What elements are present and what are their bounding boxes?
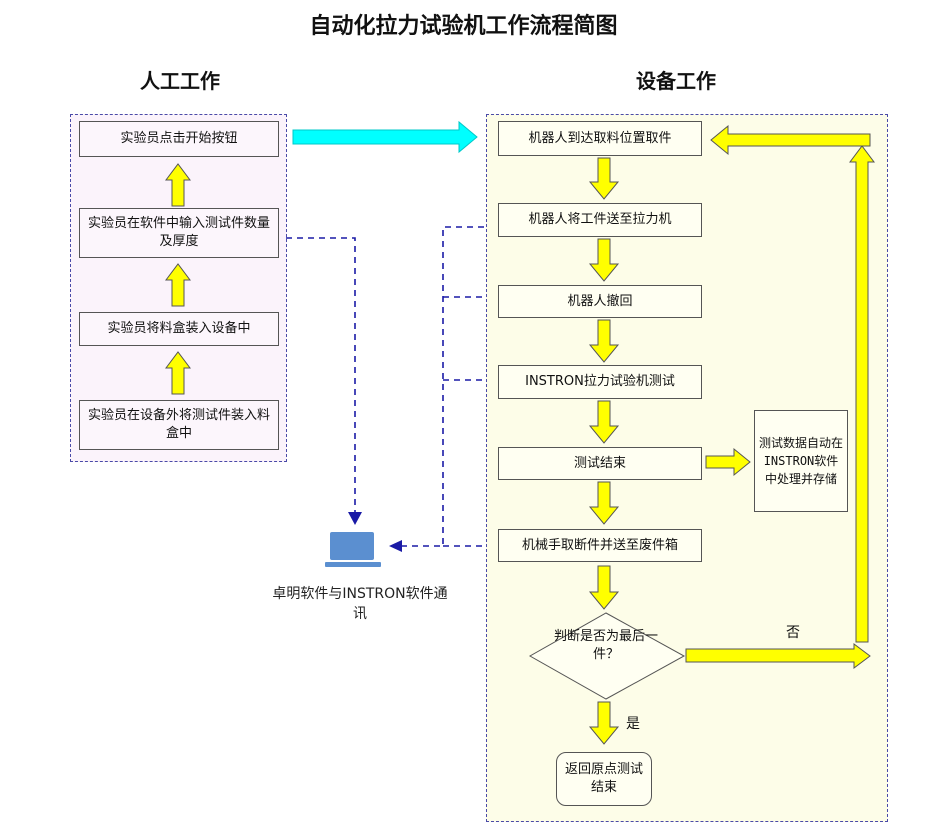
device-step-4: INSTRON拉力试验机测试 [498, 365, 702, 399]
decision-diamond [528, 612, 686, 700]
section-title-manual: 人工工作 [140, 69, 220, 93]
decision-text: 判断是否为最后一件？ [553, 629, 658, 662]
loop-up-arrow [849, 145, 875, 643]
device-down-arrows [588, 157, 620, 745]
laptop-icon [325, 532, 381, 567]
data-processing-note: 测试数据自动在INSTRON软件中处理并存储 [754, 410, 848, 512]
device-step-6: 机械手取断件并送至废件箱 [498, 529, 702, 562]
manual-step-4: 实验员在设备外将测试件装入料盒中 [79, 400, 279, 450]
edge-label-yes: 是 [626, 716, 640, 732]
device-step-5: 测试结束 [498, 447, 702, 480]
to-data-note-arrow [705, 447, 751, 477]
edge-label-no: 否 [786, 625, 800, 641]
laptop-label: 卓明软件与INSTRON软件通讯 [272, 586, 448, 622]
manual-step-2: 实验员在软件中输入测试件数量及厚度 [79, 208, 279, 258]
device-step-3: 机器人撤回 [498, 285, 702, 318]
dashed-arrowhead-down [348, 512, 362, 525]
device-step-1: 机器人到达取料位置取件 [498, 121, 702, 156]
device-step-2: 机器人将工件送至拉力机 [498, 203, 702, 237]
dashed-arrowhead-left [389, 540, 402, 552]
dashed-connectors [286, 226, 484, 547]
loop-back-arrow [710, 124, 871, 156]
section-title-equipment: 设备工作 [636, 69, 716, 93]
manual-step-1: 实验员点击开始按钮 [79, 121, 279, 157]
manual-up-arrows [165, 163, 191, 395]
manual-step-3: 实验员将料盒装入设备中 [79, 312, 279, 346]
end-step: 返回原点测试结束 [556, 752, 652, 806]
no-branch-arrow [685, 643, 871, 669]
diagram-title: 自动化拉力试验机工作流程简图 [309, 14, 618, 39]
start-arrow [292, 120, 478, 154]
